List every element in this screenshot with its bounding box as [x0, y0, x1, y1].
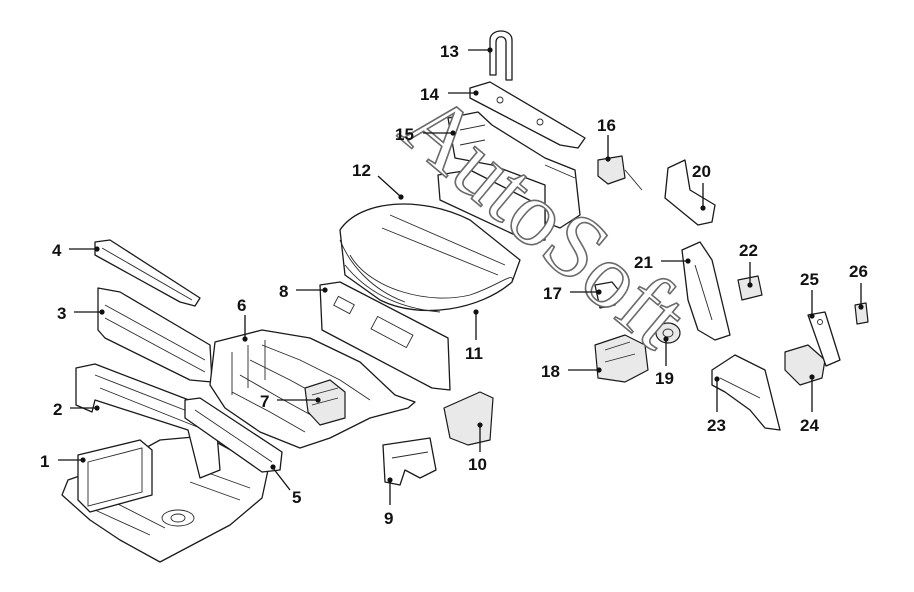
part-12-spare-wheel-tub	[339, 203, 521, 313]
callout-25: 25	[800, 270, 819, 289]
part-26-tab	[854, 302, 869, 325]
callout-16: 16	[597, 116, 616, 135]
callout-12: 12	[352, 161, 371, 180]
part-10-corner-piece	[443, 391, 494, 446]
part-14-strap	[469, 81, 586, 149]
part-13-u-bolt	[489, 30, 513, 81]
part-5-side-member	[184, 397, 283, 473]
part-25-clip	[807, 311, 841, 367]
part-19-grommet	[655, 322, 681, 344]
part-9-small-bracket	[382, 437, 437, 486]
callout-11: 11	[465, 344, 483, 363]
callout-13: 13	[440, 42, 459, 61]
part-15-rear-member	[437, 111, 581, 243]
part-17-latch	[594, 281, 621, 309]
part-8-rear-upper-panel	[319, 281, 451, 391]
callout-labels: 1 2 3 4 5 6 7 8 9 10 11 12 13 14 15 16 1…	[40, 42, 868, 528]
callout-3: 3	[57, 304, 66, 323]
callout-18: 18	[541, 362, 560, 381]
callout-15: 15	[395, 125, 414, 144]
callout-17: 17	[543, 284, 562, 303]
part-24-block	[784, 344, 826, 386]
callout-19: 19	[655, 369, 674, 388]
callout-23: 23	[707, 416, 726, 435]
callout-1: 1	[40, 452, 49, 471]
parts-artwork	[61, 30, 869, 563]
callout-8: 8	[279, 282, 288, 301]
part-7-bracket	[304, 379, 346, 426]
callout-21: 21	[634, 253, 653, 272]
callout-24: 24	[800, 416, 819, 435]
part-21-side-trim	[681, 241, 731, 341]
callout-7: 7	[260, 392, 269, 411]
part-22-plate	[737, 275, 763, 301]
part-18-lock-mechanism	[594, 334, 649, 383]
callout-6: 6	[237, 296, 246, 315]
callout-26: 26	[849, 262, 868, 281]
part-3-rear-panel	[97, 287, 213, 383]
part-23-support	[711, 354, 781, 431]
callout-2: 2	[53, 400, 62, 419]
callout-14: 14	[420, 85, 439, 104]
leader-lines	[58, 47, 864, 505]
callout-10: 10	[468, 455, 487, 474]
part-16-actuator	[597, 155, 643, 191]
callout-4: 4	[52, 241, 62, 260]
callout-5: 5	[292, 488, 301, 507]
callout-20: 20	[692, 162, 711, 181]
callout-22: 22	[739, 241, 758, 260]
part-4-upper-rail	[94, 239, 201, 307]
callout-9: 9	[384, 509, 393, 528]
